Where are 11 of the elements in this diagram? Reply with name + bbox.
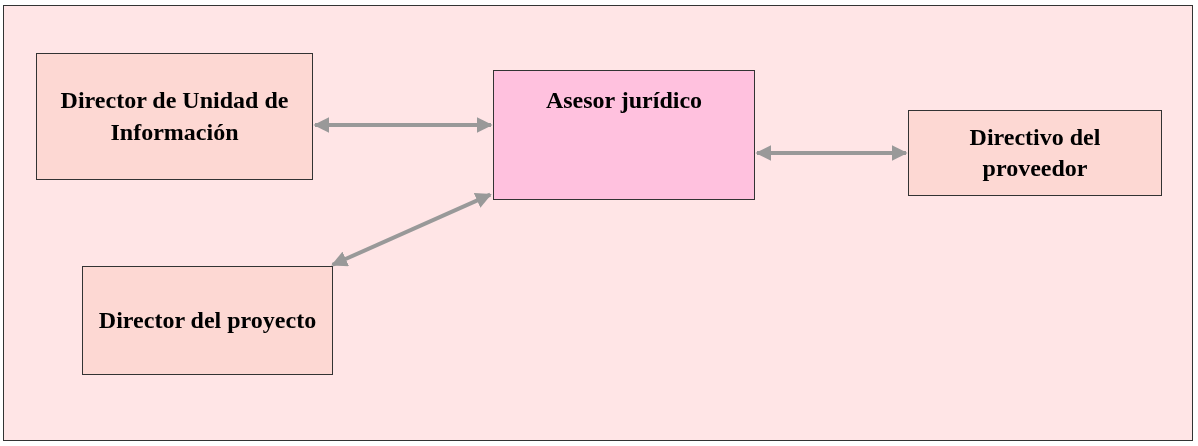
role-label: Asesor jurídico bbox=[545, 86, 703, 115]
double-arrow bbox=[313, 117, 493, 133]
role-box bbox=[82, 266, 333, 375]
double-arrow bbox=[331, 192, 492, 267]
double-arrow bbox=[755, 145, 908, 161]
role-label: Director del proyecto bbox=[98, 305, 317, 335]
role-box bbox=[908, 110, 1162, 196]
role-box bbox=[36, 53, 313, 180]
role-label: Directivo del proveedor bbox=[968, 122, 1102, 183]
role-box bbox=[493, 70, 755, 200]
role-label: Director de Unidad de Información bbox=[59, 86, 290, 147]
